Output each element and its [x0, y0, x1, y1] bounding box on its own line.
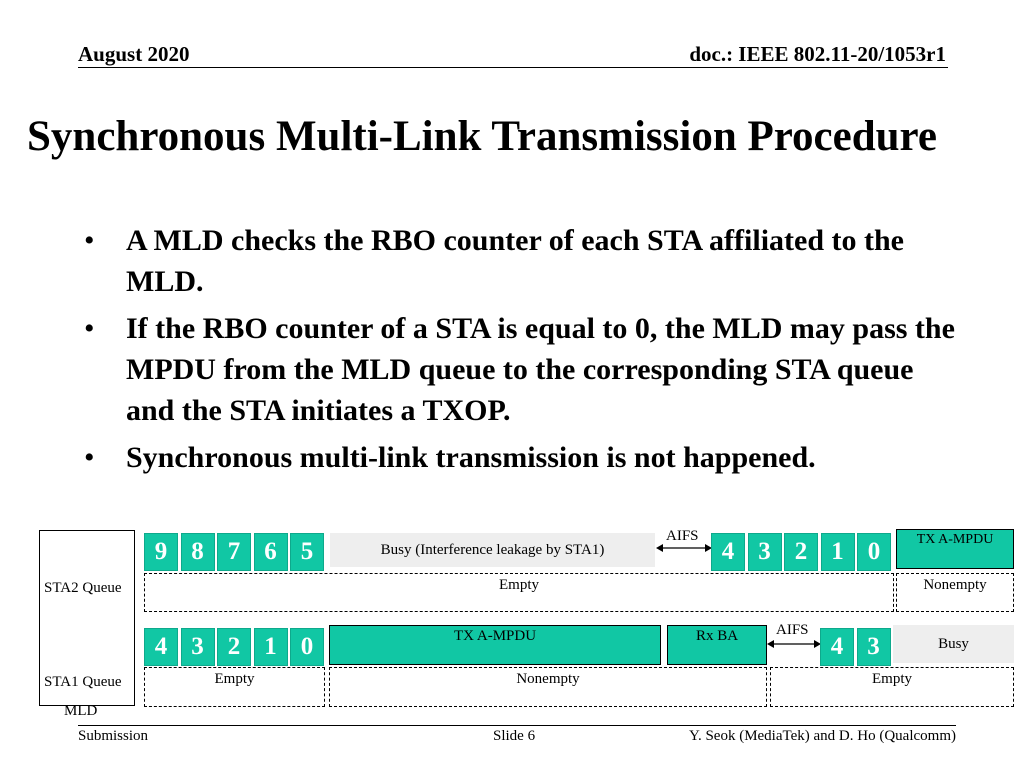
sta2-queue-empty: Empty — [144, 573, 894, 612]
counter-cell: 3 — [856, 628, 891, 666]
sta1-aifs-arrow-icon — [767, 640, 821, 648]
counter-cell: 4 — [144, 628, 178, 666]
sta1-tx-ampdu-block: TX A-MPDU — [329, 625, 661, 665]
sta2-queue-label: STA2 Queue — [44, 580, 122, 596]
bullet-text: Synchronous multi-link transmission is n… — [126, 441, 816, 474]
bullet-icon: • — [84, 224, 95, 257]
footer-divider — [78, 725, 956, 726]
bullet-icon: • — [84, 441, 95, 474]
sta1-rx-ba-block: Rx BA — [667, 625, 767, 665]
bullet-item: • Synchronous multi-link transmission is … — [84, 437, 964, 478]
sta1-queue-empty-2: Empty — [770, 667, 1014, 707]
footer-slide-number: Slide 6 — [493, 728, 536, 744]
sta2-tx-ampdu-block: TX A-MPDU — [896, 529, 1014, 569]
counter-cell: 3 — [747, 533, 782, 571]
counter-cell: 0 — [857, 533, 891, 571]
counter-cell: 4 — [820, 628, 854, 666]
counter-cell: 2 — [784, 533, 818, 571]
counter-cell: 5 — [290, 533, 324, 571]
counter-cell: 2 — [217, 628, 251, 666]
sta1-counter-right: 4 3 — [820, 628, 893, 666]
counter-cell: 8 — [180, 533, 215, 571]
footer-submission: Submission — [78, 728, 149, 744]
bullet-item: • A MLD checks the RBO counter of each ST… — [84, 220, 964, 302]
counter-cell: 3 — [180, 628, 215, 666]
sta2-busy-block: Busy (Interference leakage by STA1) — [330, 533, 655, 567]
sta2-counter-left: 9 8 7 6 5 — [144, 533, 327, 571]
sta2-counter-right: 4 3 2 1 0 — [711, 533, 894, 571]
header-divider — [78, 67, 948, 68]
sta1-queue-empty: Empty — [144, 667, 325, 707]
header-date: August 2020 — [78, 42, 190, 66]
sta2-aifs-arrow-icon — [656, 544, 712, 552]
counter-cell: 1 — [820, 533, 855, 571]
mld-box — [39, 530, 135, 706]
counter-cell: 1 — [253, 628, 288, 666]
sta1-busy-block: Busy — [893, 625, 1014, 663]
counter-cell: 7 — [217, 533, 251, 571]
sta1-aifs-label: AIFS — [776, 622, 809, 638]
bullet-text: A MLD checks the RBO counter of each STA… — [126, 224, 904, 298]
slide-title: Synchronous Multi-Link Transmission Proc… — [27, 113, 937, 160]
header-doc-id: doc.: IEEE 802.11-20/1053r1 — [689, 42, 946, 66]
counter-cell: 9 — [144, 533, 178, 571]
sta1-counter-left: 4 3 2 1 0 — [144, 628, 327, 666]
footer-authors: Y. Seok (MediaTek) and D. Ho (Qualcomm) — [689, 728, 956, 744]
sta1-queue-nonempty: Nonempty — [329, 667, 767, 707]
counter-cell: 6 — [253, 533, 288, 571]
sta2-queue-nonempty: Nonempty — [896, 573, 1014, 612]
sta1-queue-label: STA1 Queue — [44, 674, 122, 690]
bullet-list: • A MLD checks the RBO counter of each ST… — [84, 220, 964, 484]
sta2-aifs-label: AIFS — [666, 528, 699, 544]
bullet-icon: • — [84, 312, 95, 345]
counter-cell: 0 — [290, 628, 324, 666]
mld-label: MLD — [64, 703, 98, 719]
counter-cell: 4 — [711, 533, 745, 571]
bullet-text: If the RBO counter of a STA is equal to … — [126, 312, 955, 427]
bullet-item: • If the RBO counter of a STA is equal to… — [84, 308, 964, 431]
